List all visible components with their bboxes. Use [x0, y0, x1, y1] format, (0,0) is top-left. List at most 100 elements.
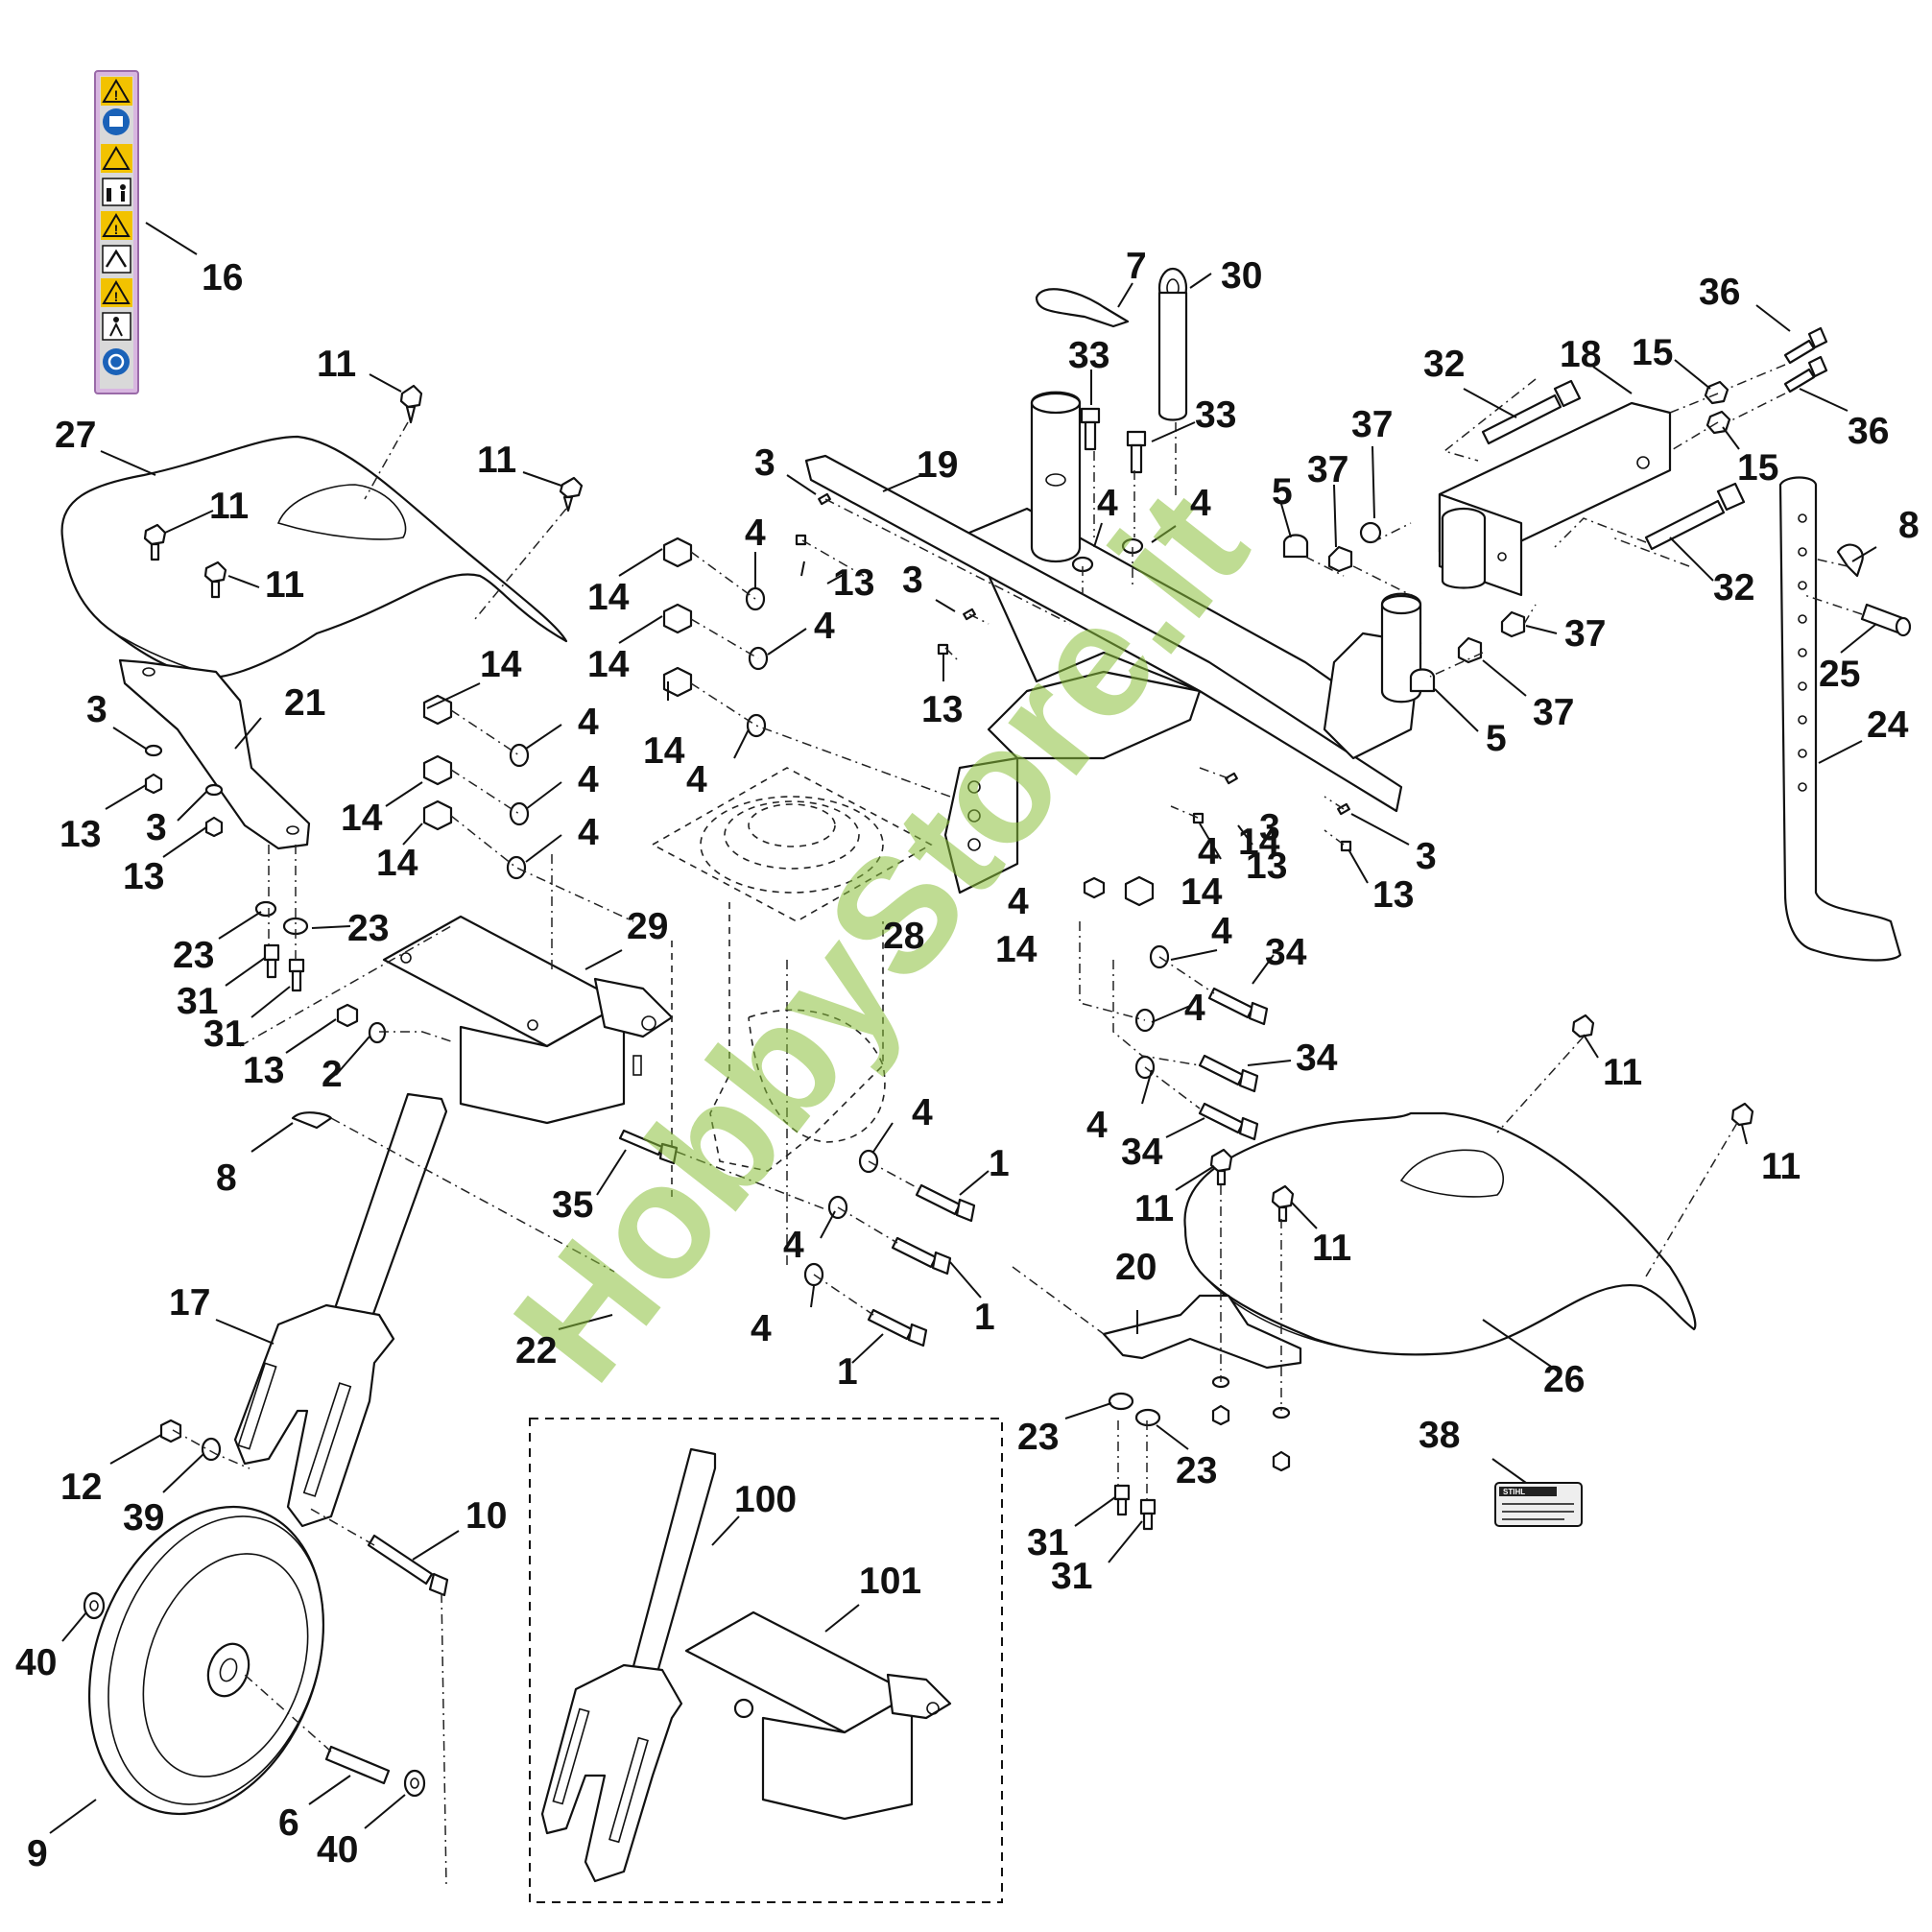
callout-23: 23	[347, 908, 389, 949]
callout-5: 5	[1486, 718, 1507, 759]
callout-13: 13	[123, 856, 164, 897]
callout-40: 40	[15, 1642, 57, 1683]
callout-7: 7	[1126, 246, 1147, 287]
callout-23: 23	[1017, 1417, 1059, 1458]
spring-clip-7	[1035, 288, 1130, 328]
assembly-lines	[172, 364, 1863, 1887]
callout-12: 12	[60, 1467, 102, 1508]
callout-25: 25	[1819, 654, 1860, 695]
pin-30	[1157, 267, 1188, 421]
callout-13: 13	[1372, 874, 1414, 916]
callout-37: 37	[1533, 692, 1574, 733]
callout-6: 6	[278, 1802, 299, 1844]
callout-14: 14	[587, 577, 630, 618]
right-fender	[1183, 1111, 1697, 1356]
callout-1: 1	[837, 1351, 858, 1393]
callout-3: 3	[86, 689, 107, 730]
callout-3: 3	[1259, 807, 1280, 848]
callout-3: 3	[1416, 836, 1437, 877]
callout-14: 14	[1238, 822, 1280, 863]
callout-37: 37	[1564, 613, 1606, 655]
callout-14: 14	[1181, 871, 1223, 913]
callout-1: 1	[974, 1297, 995, 1338]
callout-3: 3	[902, 560, 923, 601]
callout-13: 13	[243, 1050, 284, 1091]
callout-31: 31	[203, 1014, 245, 1055]
callout-34: 34	[1296, 1038, 1338, 1079]
svg-text:!: !	[114, 289, 119, 304]
callout-4: 4	[1184, 988, 1205, 1029]
right-fender-bracket	[1102, 1294, 1302, 1370]
callout-8: 8	[1898, 505, 1920, 546]
safety-decal-strip: ! ! !	[94, 70, 139, 394]
hitch-bracket-18	[1438, 401, 1672, 597]
callout-36: 36	[1848, 411, 1889, 452]
fasteners	[143, 384, 1754, 1531]
callout-32: 32	[1423, 344, 1465, 385]
hazard-thrown-objects-icon	[101, 144, 132, 173]
callout-13: 13	[1246, 846, 1287, 887]
callout-11: 11	[1134, 1188, 1174, 1229]
callout-11: 11	[477, 440, 516, 481]
nut-15	[1704, 380, 1729, 405]
tine-hazard-icon	[102, 245, 131, 274]
lynch-pin-8	[1836, 543, 1864, 578]
bolt-11	[203, 561, 227, 599]
wheel-fork-17	[233, 1092, 448, 1528]
bolt-36	[1783, 326, 1828, 365]
callout-11: 11	[1761, 1146, 1801, 1187]
bolt-32	[1481, 379, 1582, 445]
callout-11: 11	[317, 344, 356, 385]
callout-14: 14	[480, 644, 522, 685]
callout-11: 11	[265, 564, 304, 606]
callout-27: 27	[55, 415, 96, 456]
callout-11: 11	[1603, 1052, 1642, 1093]
callout-23: 23	[173, 935, 214, 976]
callout-13: 13	[833, 562, 874, 604]
callout-33: 33	[1068, 335, 1109, 376]
callout-34: 34	[1265, 932, 1307, 973]
callout-4: 4	[1211, 911, 1232, 952]
callout-11: 11	[209, 486, 249, 527]
callout-14: 14	[341, 798, 383, 839]
callout-22: 22	[515, 1330, 557, 1371]
callout-5: 5	[1272, 471, 1293, 513]
callout-26: 26	[1543, 1359, 1585, 1400]
callout-1: 1	[989, 1143, 1010, 1184]
callout-33: 33	[1195, 394, 1236, 436]
callout-4: 4	[1097, 483, 1118, 524]
depth-bar-24	[1778, 476, 1902, 962]
callout-4: 4	[1198, 831, 1219, 872]
callout-4: 4	[745, 513, 766, 554]
callout-4: 4	[814, 606, 835, 647]
callout-14: 14	[376, 843, 418, 884]
callout-17: 17	[169, 1282, 210, 1324]
callout-4: 4	[751, 1308, 772, 1349]
pin-25	[1860, 603, 1912, 637]
callout-4: 4	[578, 759, 599, 800]
callout-38: 38	[1419, 1415, 1460, 1456]
callout-4: 4	[783, 1225, 804, 1266]
stihl-label-text: STIHL	[1503, 1488, 1525, 1496]
callout-21: 21	[284, 682, 325, 724]
read-manual-icon	[103, 108, 130, 135]
callout-29: 29	[627, 906, 668, 947]
bolt-32	[1644, 482, 1746, 551]
callout-34: 34	[1121, 1132, 1163, 1173]
callout-37: 37	[1351, 404, 1393, 445]
wheel-fork-100	[540, 1447, 717, 1883]
svg-text:!: !	[114, 87, 119, 103]
callout-4: 4	[1190, 483, 1211, 524]
leader-lines	[49, 222, 1877, 1834]
warning-triangle-icon: !	[101, 278, 132, 307]
callout-101: 101	[859, 1561, 921, 1602]
left-fender-bracket	[118, 658, 311, 850]
bolt-11	[559, 476, 584, 513]
callout-28: 28	[883, 916, 924, 957]
callout-3: 3	[146, 807, 167, 848]
callout-4: 4	[912, 1092, 933, 1133]
callout-30: 30	[1221, 255, 1262, 297]
callout-36: 36	[1699, 272, 1740, 313]
callout-31: 31	[1051, 1556, 1092, 1597]
callout-15: 15	[1737, 447, 1778, 489]
